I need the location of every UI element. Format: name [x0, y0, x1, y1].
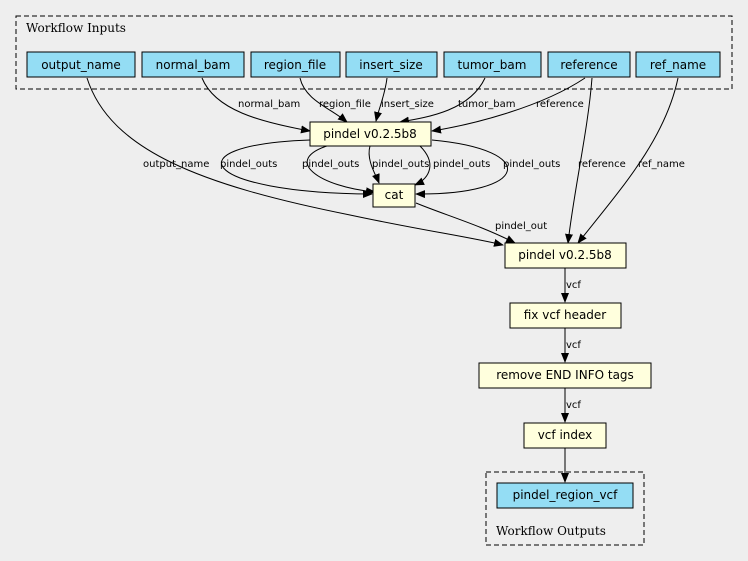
input-node-reference[interactable]: reference	[547, 51, 631, 78]
workflow-outputs-cluster: Workflow Outputs	[485, 471, 645, 546]
edge-label-tumor-bam: tumor_bam	[458, 99, 515, 110]
step-node-label: pindel v0.2.5b8	[518, 248, 612, 262]
input-node-output-name[interactable]: output_name	[26, 51, 136, 78]
input-node-tumor-bam[interactable]: tumor_bam	[443, 51, 542, 78]
step-node-vcf-index[interactable]: vcf index	[523, 422, 607, 449]
edge-label-insert-size: insert_size	[381, 99, 434, 110]
step-node-pindel-1[interactable]: pindel v0.2.5b8	[309, 121, 432, 147]
input-node-region-file[interactable]: region_file	[250, 51, 341, 78]
input-node-ref-name[interactable]: ref_name	[635, 51, 721, 78]
output-node-label: pindel_region_vcf	[513, 488, 619, 502]
input-node-label: tumor_bam	[458, 58, 527, 72]
input-node-label: insert_size	[359, 58, 422, 72]
input-node-label: region_file	[264, 58, 326, 72]
edge-label-vcf-2: vcf	[566, 340, 581, 351]
step-node-fix-vcf-header[interactable]: fix vcf header	[509, 302, 622, 329]
edge-label-pindel-outs-2: pindel_outs	[302, 159, 359, 170]
edge-label-pindel-outs-4: pindel_outs	[433, 159, 490, 170]
edge-label-vcf-1: vcf	[566, 280, 581, 291]
input-node-normal-bam[interactable]: normal_bam	[141, 51, 245, 78]
edges	[86, 77, 679, 483]
input-node-label: normal_bam	[156, 58, 231, 72]
step-node-label: remove END INFO tags	[496, 368, 634, 382]
edge-label-pindel-out: pindel_out	[495, 221, 547, 232]
input-node-label: ref_name	[650, 58, 706, 72]
edge-label-region-file: region_file	[319, 99, 371, 110]
step-node-remove-end-info-tags[interactable]: remove END INFO tags	[478, 362, 652, 389]
edge-label-reference-2: reference	[578, 159, 626, 170]
step-node-label: fix vcf header	[524, 308, 607, 322]
edge-label-pindel-outs-1: pindel_outs	[220, 159, 277, 170]
step-node-label: pindel v0.2.5b8	[323, 127, 417, 141]
edge-label-output-name: output_name	[143, 159, 209, 170]
step-node-pindel-2[interactable]: pindel v0.2.5b8	[504, 242, 627, 269]
output-node-pindel-region-vcf[interactable]: pindel_region_vcf	[496, 482, 634, 509]
edge-label-pindel-outs-5: pindel_outs	[503, 159, 560, 170]
workflow-inputs-label: Workflow Inputs	[26, 21, 126, 35]
step-node-cat[interactable]: cat	[372, 183, 416, 208]
input-node-insert-size[interactable]: insert_size	[345, 51, 438, 78]
workflow-outputs-label: Workflow Outputs	[496, 524, 606, 538]
step-nodes: pindel v0.2.5b8 cat pindel v0.2.5b8 fix …	[309, 121, 652, 449]
edge-label-normal-bam: normal_bam	[238, 99, 300, 110]
input-node-label: output_name	[41, 58, 121, 72]
step-node-label: vcf index	[538, 428, 593, 442]
edge-labels: normal_bam region_file insert_size tumor…	[143, 99, 685, 411]
edge-label-pindel-outs-3: pindel_outs	[372, 159, 429, 170]
step-node-label: cat	[385, 188, 404, 202]
edge-label-vcf-3: vcf	[566, 400, 581, 411]
edge-label-ref-name: ref_name	[638, 159, 685, 170]
workflow-inputs-cluster: Workflow Inputs	[15, 15, 733, 90]
input-nodes: output_name normal_bam region_file inser…	[26, 51, 721, 78]
edge-label-reference: reference	[536, 99, 584, 110]
input-node-label: reference	[560, 58, 617, 72]
